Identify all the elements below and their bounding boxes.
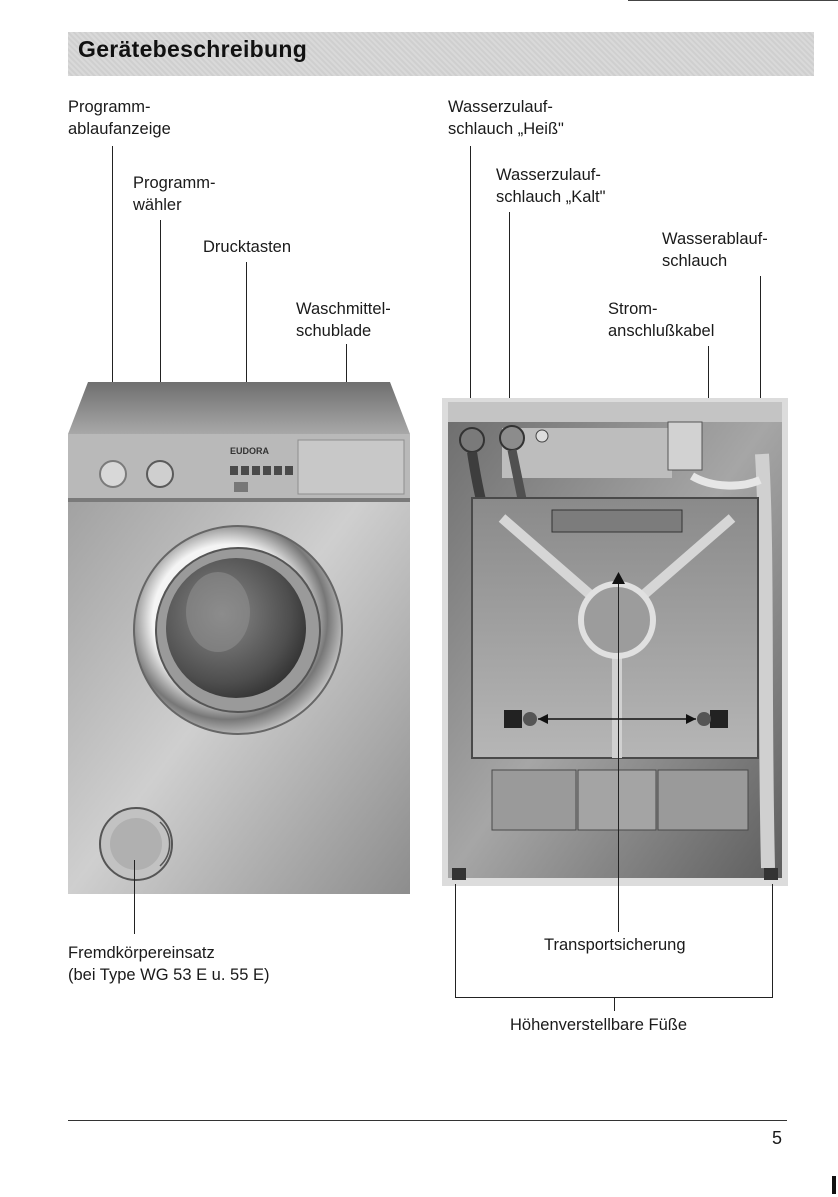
- leader-fuss-right: [772, 884, 773, 998]
- label-zulauf-heiss: Wasserzulauf- schlauch „Heiß": [448, 96, 564, 140]
- label-wasserablauf: Wasserablauf- schlauch: [662, 228, 768, 272]
- rear-view-photo: [442, 398, 788, 886]
- leader-transportsicherung: [618, 578, 619, 932]
- label-fremdkoerpereinsatz: Fremdkörpereinsatz (bei Type WG 53 E u. …: [68, 942, 269, 986]
- label-zulauf-kalt: Wasserzulauf- schlauch „Kalt": [496, 164, 606, 208]
- label-waschmittelschublade: Waschmittel- schublade: [296, 298, 391, 342]
- brand-logo-text: EUDORA: [230, 446, 270, 456]
- leader-fremdkoerpereinsatz: [134, 860, 135, 934]
- page-number: 5: [772, 1128, 782, 1149]
- edge-mark: [832, 1176, 836, 1194]
- label-programmablaufanzeige: Programm- ablaufanzeige: [68, 96, 171, 140]
- top-edge-rule: [628, 0, 838, 1]
- leader-fuss-left: [455, 884, 456, 998]
- rear-view-illustration: [442, 398, 788, 886]
- page-title: Gerätebeschreibung: [78, 36, 307, 63]
- footer-rule: [68, 1120, 787, 1121]
- label-programmwaehler: Programm- wähler: [133, 172, 216, 216]
- label-drucktasten: Drucktasten: [203, 236, 291, 258]
- label-hoehenverstellbare-fuesse: Höhenverstellbare Füße: [510, 1014, 687, 1036]
- label-stromanschluss: Strom- anschlußkabel: [608, 298, 714, 342]
- leader-fuesse: [614, 997, 615, 1011]
- front-view-illustration: EUDORA: [68, 382, 410, 894]
- label-transportsicherung: Transportsicherung: [544, 934, 686, 956]
- arrow-up-icon: [612, 572, 625, 586]
- front-view-photo: EUDORA: [68, 382, 410, 894]
- leader-zulauf-heiss: [470, 146, 471, 436]
